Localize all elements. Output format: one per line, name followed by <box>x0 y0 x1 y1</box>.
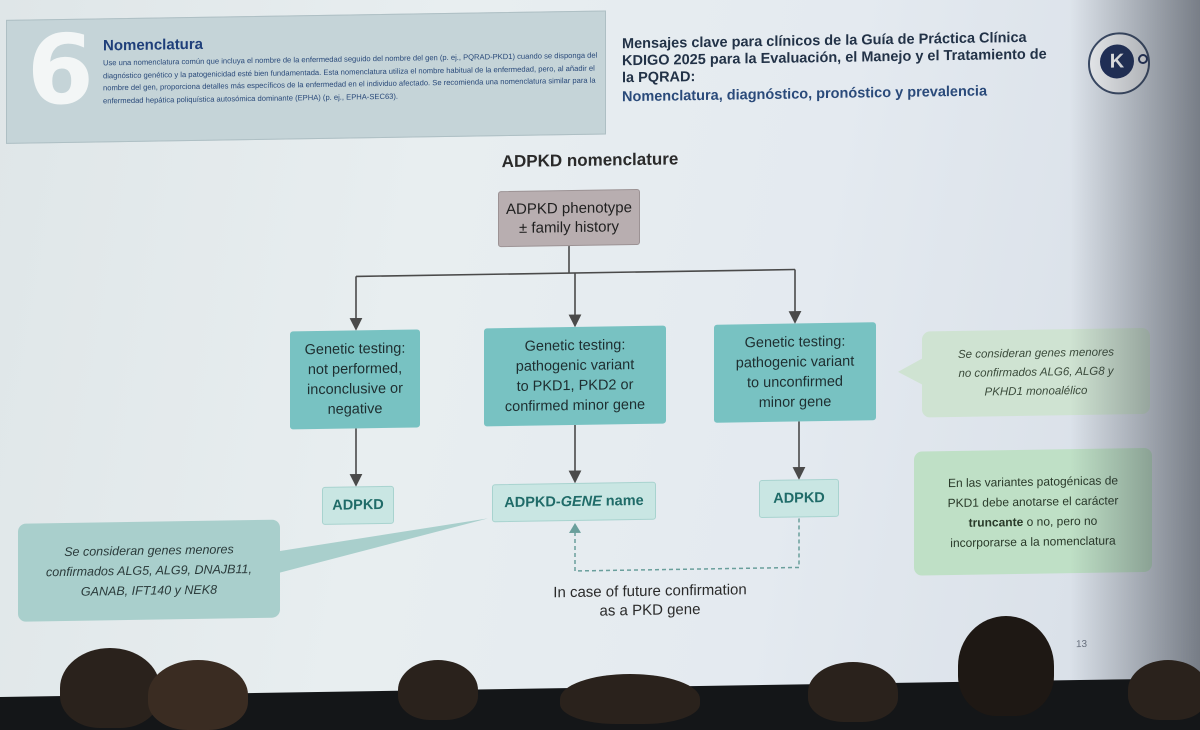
result-suffix: name <box>601 492 644 510</box>
test-box-not-performed: Genetic testing: not performed, inconclu… <box>290 329 420 430</box>
audience-head <box>808 662 898 722</box>
test-2-line: confirmed minor gene <box>504 396 646 416</box>
phenotype-line-2: ± family history <box>519 218 619 237</box>
audience-head <box>1128 660 1200 720</box>
future-line-1: In case of future confirmation <box>553 581 747 602</box>
callout-right-top-line: Se consideran genes menores <box>958 345 1114 361</box>
result-gene-italic: GENE <box>560 493 602 511</box>
future-line-2: as a PKD gene <box>599 600 701 620</box>
logo-letter: K <box>1100 44 1134 79</box>
callout-left-pointer <box>276 518 488 574</box>
callout-right-bottom-line: PKD1 debe anotarse el carácter <box>947 493 1119 511</box>
presentation-screen: 6 Nomenclatura Use una nomenclatura comú… <box>0 0 1200 697</box>
phenotype-line-1: ADPKD phenotype <box>506 199 632 219</box>
future-confirmation-note: In case of future confirmation as a PKD … <box>535 580 765 622</box>
test-2-line: Genetic testing: <box>524 337 626 355</box>
test-box-unconfirmed-gene: Genetic testing: pathogenic variant to u… <box>714 322 876 423</box>
test-3-line: pathogenic variant <box>735 353 855 372</box>
test-2-line: to PKD1, PKD2 or <box>516 377 634 395</box>
callout-unconfirmed-minor-genes: Se consideran genes menores no confirmad… <box>922 327 1150 418</box>
test-1-line: Genetic testing: <box>304 340 406 359</box>
page-number: 13 <box>1076 638 1088 651</box>
truncating-bold: truncante <box>968 514 1024 530</box>
test-1-line: not performed, <box>307 360 403 379</box>
callout-left-line: confirmados ALG5, ALG9, DNAJB11, <box>46 562 252 580</box>
callout-left-line: GANAB, IFT140 y NEK8 <box>80 582 218 599</box>
audience-head <box>148 660 248 730</box>
audience-head <box>958 616 1054 716</box>
audience-head <box>398 660 478 720</box>
test-box-pkd-variant: Genetic testing: pathogenic variant to P… <box>484 325 666 427</box>
flow-connectors <box>276 246 924 574</box>
result-prefix: ADPKD- <box>504 494 561 512</box>
callout-right-top-line: no confirmados ALG6, ALG8 y <box>958 365 1114 380</box>
dashed-future-path <box>574 518 800 572</box>
test-3-line: Genetic testing: <box>744 333 846 352</box>
callout-right-pointer <box>898 357 924 386</box>
callout-right-bottom-line: incorporarse a la nomenclatura <box>950 533 1116 551</box>
logo-dot <box>1138 53 1148 65</box>
kdigo-logo-icon: K <box>1088 31 1150 95</box>
test-1-line: inconclusive or <box>307 380 403 399</box>
callout-pkd1-truncating: En las variantes patogénicas de PKD1 deb… <box>914 447 1152 576</box>
result-adpkd-3: ADPKD <box>759 478 839 519</box>
callout-right-top-line: PKHD1 monoalélico <box>984 384 1088 399</box>
callout-right-bottom-rest: o no, pero no <box>1023 513 1098 529</box>
audience-head <box>60 648 160 728</box>
test-3-line: to unconfirmed <box>747 373 843 392</box>
phenotype-box: ADPKD phenotype ± family history <box>498 188 640 248</box>
callout-right-bottom-line: En las variantes patogénicas de <box>947 473 1119 491</box>
test-1-line: negative <box>327 400 383 418</box>
callout-right-bottom-line: truncante o no, pero no <box>948 510 1119 533</box>
result-adpkd-gene-name: ADPKD-GENE name <box>492 481 656 523</box>
test-3-line: minor gene <box>758 393 832 412</box>
test-2-line: pathogenic variant <box>515 357 635 375</box>
callout-confirmed-minor-genes: Se consideran genes menores confirmados … <box>18 519 280 622</box>
audience-head <box>560 674 700 724</box>
dashed-arrowhead <box>569 522 581 534</box>
result-adpkd-1: ADPKD <box>322 485 394 525</box>
